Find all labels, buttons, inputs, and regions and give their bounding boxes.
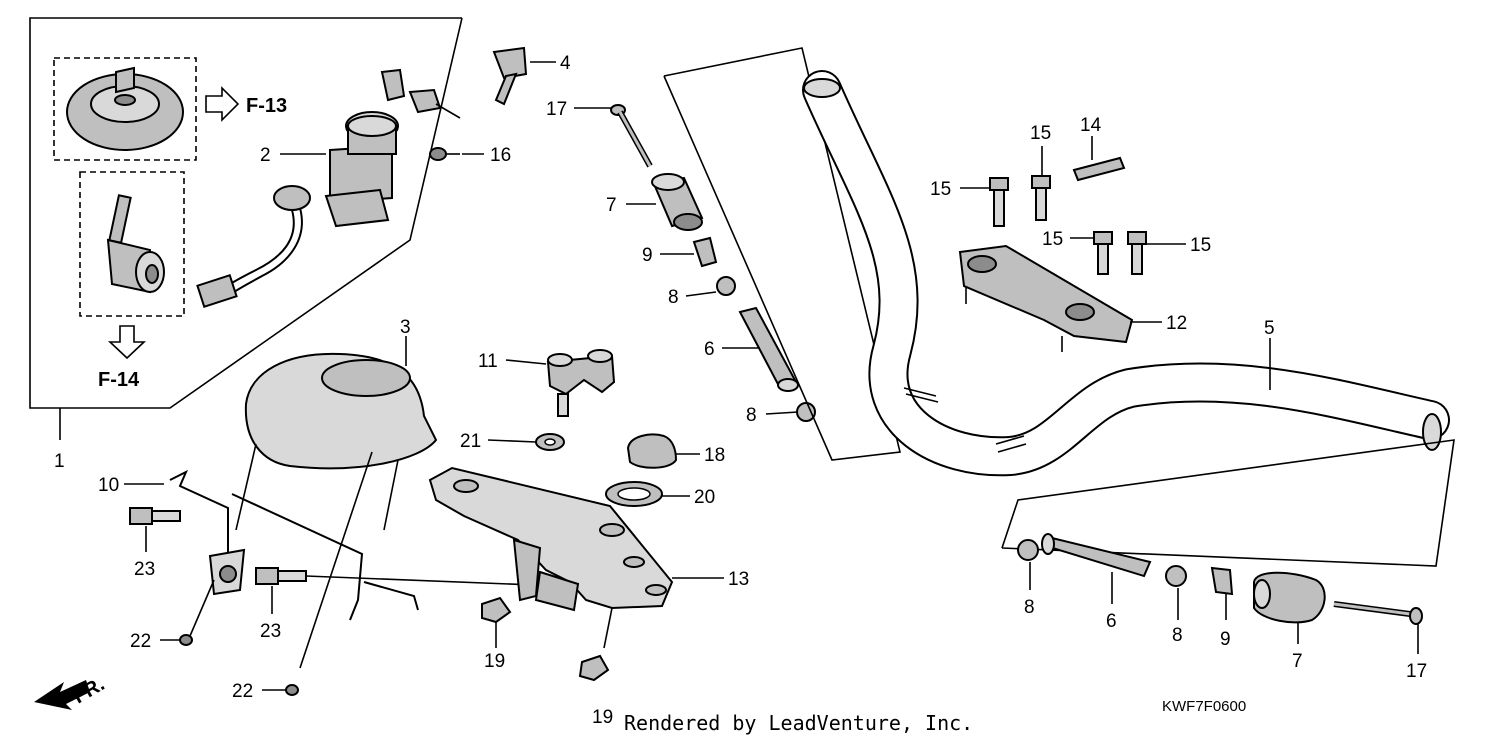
part-20-ring bbox=[605, 481, 663, 507]
leader-lines bbox=[124, 61, 1419, 691]
ref-label-f13: F-13 bbox=[246, 95, 287, 117]
part-18-cap bbox=[626, 433, 678, 469]
handle-end-stack-frame-right bbox=[1001, 439, 1455, 567]
callout-19-a: 19 bbox=[484, 651, 505, 672]
callout-17-top: 17 bbox=[546, 99, 567, 120]
part-9-clip-top bbox=[692, 236, 718, 268]
part-15-bolt-a bbox=[989, 177, 1009, 227]
callout-5: 5 bbox=[1264, 318, 1275, 339]
callout-12: 12 bbox=[1166, 313, 1187, 334]
part-8-rubber-top-b bbox=[796, 402, 816, 422]
callout-9-top: 9 bbox=[642, 245, 653, 266]
handle-end-stack-frame bbox=[663, 47, 901, 461]
callout-15-a: 15 bbox=[930, 179, 951, 200]
callout-1: 1 bbox=[54, 451, 65, 472]
callout-17-right: 17 bbox=[1406, 661, 1427, 682]
callout-15-d: 15 bbox=[1190, 235, 1211, 256]
part-8-rubber-right-a bbox=[1017, 539, 1039, 561]
callout-6-top: 6 bbox=[704, 339, 715, 360]
callout-13: 13 bbox=[728, 569, 749, 590]
callout-8-right-b: 8 bbox=[1172, 625, 1183, 646]
part-7-bar-end-weight-right bbox=[1253, 571, 1326, 624]
callout-18: 18 bbox=[704, 445, 725, 466]
part-1-assembly-bracket bbox=[29, 17, 463, 440]
callout-19-b: 19 bbox=[592, 707, 613, 728]
front-direction-arrow-icon bbox=[34, 680, 90, 710]
callout-2: 2 bbox=[260, 145, 271, 166]
callout-22-b: 22 bbox=[232, 681, 253, 702]
part-6-spacer-right bbox=[1041, 533, 1152, 578]
part-21-washer bbox=[535, 433, 565, 451]
callout-23-b: 23 bbox=[260, 621, 281, 642]
front-label: FR. bbox=[70, 673, 109, 708]
part-15-bolt-b bbox=[1031, 175, 1051, 221]
part-6-spacer-top bbox=[738, 306, 799, 392]
callout-8-right-a: 8 bbox=[1024, 597, 1035, 618]
part-8-rubber-right-b bbox=[1165, 565, 1187, 587]
drawing-code: KWF7F0600 bbox=[1162, 698, 1246, 715]
part-23-bolt-a bbox=[129, 507, 181, 525]
part-12-upper-holder bbox=[958, 244, 1134, 352]
callout-14: 14 bbox=[1080, 115, 1102, 136]
callout-9-right: 9 bbox=[1220, 629, 1231, 650]
callout-10: 10 bbox=[98, 475, 119, 496]
part-14-emblem bbox=[1072, 156, 1126, 182]
callout-16: 16 bbox=[490, 145, 511, 166]
part-5-handlebar bbox=[802, 70, 1450, 477]
part-16-screw bbox=[429, 147, 460, 161]
callout-7-right: 7 bbox=[1292, 651, 1303, 672]
ref-label-f14: F-14 bbox=[98, 369, 140, 391]
callout-4: 4 bbox=[560, 53, 571, 74]
part-13-bracket-plate bbox=[428, 466, 674, 649]
part-15-bolt-c bbox=[1093, 231, 1113, 275]
part-7-bar-end-weight-top bbox=[651, 173, 704, 231]
part-15-bolt-d bbox=[1127, 231, 1147, 275]
part-8-rubber-top-a bbox=[716, 276, 736, 296]
callout-20: 20 bbox=[694, 487, 715, 508]
callout-8-top-b: 8 bbox=[746, 405, 757, 426]
seat-lock-inset bbox=[79, 171, 185, 317]
part-2-ignition-switch bbox=[196, 68, 461, 308]
callout-15-b: 15 bbox=[1030, 123, 1051, 144]
callout-6-right: 6 bbox=[1106, 611, 1117, 632]
part-11-lower-holder bbox=[546, 349, 616, 417]
f14-arrow-icon bbox=[107, 325, 147, 360]
callout-7-top: 7 bbox=[606, 195, 617, 216]
callout-22-a: 22 bbox=[130, 631, 151, 652]
part-19-nut-a bbox=[481, 596, 512, 624]
part-4-key bbox=[492, 46, 528, 106]
callout-8-top-a: 8 bbox=[668, 287, 679, 308]
fuel-cap-inset bbox=[53, 57, 197, 161]
callout-3: 3 bbox=[400, 317, 411, 338]
part-23-bolt-b bbox=[255, 567, 561, 587]
part-22-screw-b bbox=[285, 684, 299, 696]
part-3-meter-visor bbox=[235, 352, 438, 669]
f13-arrow-icon bbox=[205, 86, 240, 122]
part-17-bolt-top bbox=[610, 104, 653, 168]
part-17-bolt-right bbox=[1333, 601, 1423, 625]
callout-15-c: 15 bbox=[1042, 229, 1063, 250]
callout-21: 21 bbox=[460, 431, 481, 452]
part-9-clip-right bbox=[1210, 566, 1234, 596]
part-19-nut-b bbox=[578, 654, 610, 682]
callout-23-a: 23 bbox=[134, 559, 155, 580]
callout-11: 11 bbox=[478, 351, 498, 372]
credit-text: Rendered by LeadVenture, Inc. bbox=[624, 711, 973, 735]
part-22-screw-a bbox=[179, 579, 215, 646]
